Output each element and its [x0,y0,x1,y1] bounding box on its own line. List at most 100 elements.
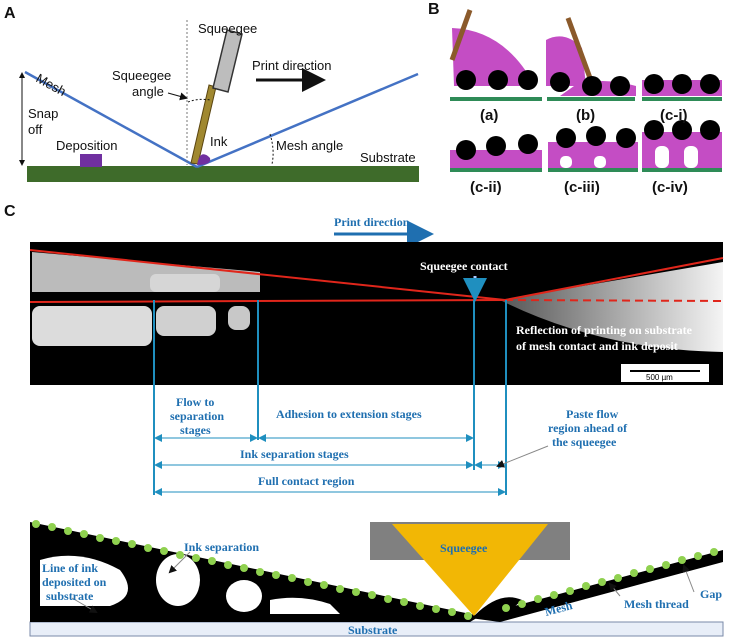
mesh-dot [240,564,248,572]
mesh-dot [598,578,606,586]
squeegee-angle-label-2: angle [132,84,164,99]
stage-label-c-iv: (c-iv) [652,179,688,196]
squeegee-blade [190,84,217,165]
panel-a: A Mesh Squeegee Squeegee angle Print dir… [4,5,419,182]
stage-c-i-substrate [642,97,722,101]
stage-a-mesh-thread [488,70,508,90]
mesh-dot [304,578,312,586]
stage-c-iii-illustration [548,126,638,172]
squeegee-angle-label-1: Squeegee [112,68,171,83]
stage-c-iii-substrate [548,168,638,172]
flow-to-separation-line3: stages [180,423,211,437]
mesh-dot [128,540,136,548]
red-mesh-line-lower [29,299,506,303]
stage-c-ii-substrate [450,168,542,172]
mesh-dot [336,585,344,593]
stage-label-c-iii: (c-iii) [564,179,600,196]
mesh-line-right [196,72,419,169]
red-reflection-line [504,299,724,302]
stage-c-i-illustration [642,74,722,101]
mesh-dot [582,582,590,590]
mesh-dot [80,530,88,538]
flow-to-separation-line2: separation [170,409,224,423]
mesh-dot [368,591,376,599]
mesh-dot [32,520,40,528]
panel-b-letter: B [428,1,440,18]
red-mesh-line-right [504,257,724,301]
micrograph-image: Squeegee contact Reflection of printing … [29,242,724,385]
snap-off-arrow-head-bottom [19,160,25,166]
line-of-ink-line2: deposited on [42,575,107,589]
mesh-angle-arc [269,133,274,165]
stage-b-mesh-thread [582,76,602,96]
gap-label: Gap [700,587,722,601]
scale-bar-label: 500 µm [646,373,673,382]
micrograph-upper-blob [150,274,220,292]
ink-cell [226,580,262,612]
stage-c-ii-mesh-thread [518,134,538,154]
stage-c-iv-mesh-thread [700,120,720,140]
stage-b-substrate [547,97,635,101]
ink-cell [156,554,200,606]
schematic-paste-bead [474,597,522,620]
stage-a-mesh-thread [456,70,476,90]
reflection-label-line1: Reflection of printing on substrate [516,323,693,337]
ink-cell-small [270,597,340,614]
stage-c-iv-mesh-thread [644,120,664,140]
mesh-dot [48,523,56,531]
mesh-dot [224,561,232,569]
stage-c-iv-mesh-thread [672,120,692,140]
print-direction-label-c: Print direction [334,215,410,229]
stage-c-ii-illustration [450,134,542,172]
mesh-angle-label: Mesh angle [276,138,343,153]
mesh-dot [448,608,456,616]
mesh-dot [320,581,328,589]
micrograph-lower-deposit [32,306,152,346]
bottom-schematic: Ink separation Line of ink deposited on … [29,520,724,637]
stage-c-iv-gap [655,146,669,168]
mesh-dot [534,595,542,603]
micrograph-lower-deposit [156,306,216,336]
mesh-dot [550,591,558,599]
stage-c-i-mesh-thread [672,74,692,94]
schematic-substrate-label: Substrate [348,623,398,637]
stage-c-iii-gap [560,156,572,168]
stage-c-iii-gap [594,156,606,168]
stage-c-iv-substrate [642,168,722,172]
ink-blob [197,154,211,165]
mesh-dot [566,587,574,595]
micrograph-paste-region [500,262,723,352]
mesh-dot [400,598,408,606]
mesh-dot [646,565,654,573]
panel-c-letter: C [4,203,16,220]
ink-separation-pointer [168,551,191,574]
mesh-dot [416,602,424,610]
ink-separation-label: Ink separation [184,540,259,554]
panel-a-letter: A [4,5,16,22]
full-contact-region-label: Full contact region [258,474,355,488]
mesh-dot [678,556,686,564]
stage-b-mesh-thread [610,76,630,96]
snap-off-arrow-head-top [19,72,25,78]
stage-label-b: (b) [576,107,595,124]
mesh-label: Mesh [34,71,69,100]
stage-b-mesh-thread [550,72,570,92]
mesh-dot [144,544,152,552]
mesh-dot [384,595,392,603]
stage-b-squeegee [565,17,593,79]
gap-pointer [682,564,695,593]
squeegee-label: Squeegee [198,21,257,36]
line-of-ink-pointer [71,597,98,614]
schematic-squeegee-label: Squeegee [440,541,488,555]
line-of-ink-line1: Line of ink [42,561,98,575]
stage-c-ii-mesh-thread [456,140,476,160]
adhesion-to-extension-label: Adhesion to extension stages [276,407,422,421]
stage-a-squeegee [449,9,473,61]
mesh-dot [614,574,622,582]
mesh-dot [710,548,718,556]
stage-label-a: (a) [480,107,498,124]
schematic-mesh-right [470,550,723,622]
mesh-dot [192,554,200,562]
substrate-label: Substrate [360,150,416,165]
